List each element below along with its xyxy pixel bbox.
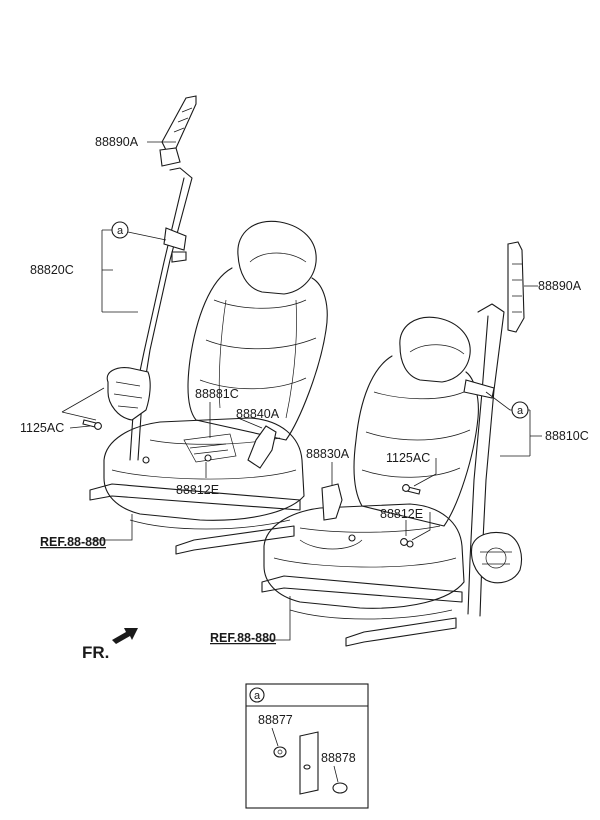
label-88890A-right: 88890A — [538, 279, 582, 293]
label-88812E-left: 88812E — [176, 483, 219, 497]
marker-a-right — [511, 401, 529, 419]
label-1125AC-right: 1125AC — [386, 451, 430, 465]
label-88878: 88878 — [321, 751, 356, 765]
label-1125AC-left: 1125AC — [20, 421, 64, 435]
left-seat-belt — [82, 95, 197, 461]
right-retractor — [470, 531, 523, 584]
left-bolt — [204, 454, 212, 462]
right-seat — [261, 316, 479, 647]
detail-box-marker — [249, 687, 265, 703]
marker-a-left — [111, 221, 129, 239]
label-88881C: 88881C — [195, 387, 239, 401]
right-seat-rail — [261, 575, 463, 603]
fr-label: FR. — [82, 643, 109, 662]
left-seat-rail — [89, 483, 301, 511]
right-seat-cushion — [263, 503, 465, 609]
right-seat-backrest — [353, 355, 479, 527]
right-bolt — [348, 534, 356, 542]
left-seat — [89, 220, 328, 555]
leader-lines — [61, 141, 542, 641]
left-plate — [183, 433, 237, 463]
right-height-adjuster — [507, 241, 525, 333]
ref-right[interactable]: REF.88-880 — [210, 631, 276, 645]
stopper-88877 — [273, 746, 287, 758]
detail-box-marker-text: a — [254, 690, 261, 702]
left-seat-headrest — [237, 220, 317, 295]
left-buckle — [247, 425, 277, 469]
left-seat-cushion — [103, 417, 305, 521]
webbing-strip — [299, 731, 319, 795]
right-buckle — [321, 483, 343, 521]
label-88820C: 88820C — [30, 263, 74, 277]
label-88877: 88877 — [258, 713, 293, 727]
stopper-88878 — [332, 782, 348, 794]
fr-arrow-icon — [112, 628, 138, 644]
label-88810C: 88810C — [545, 429, 589, 443]
detail-box-a: a 88877 88878 — [245, 683, 369, 809]
marker-a-right-text: a — [517, 405, 524, 417]
left-seat-backrest — [187, 267, 328, 441]
right-seat-headrest — [399, 316, 471, 383]
marker-a-left-text: a — [117, 225, 124, 237]
label-88830A: 88830A — [306, 447, 350, 461]
ref-left[interactable]: REF.88-880 — [40, 535, 106, 549]
label-88890A-left: 88890A — [95, 135, 139, 149]
label-88840A: 88840A — [236, 407, 280, 421]
front-direction-indicator: FR. — [82, 628, 138, 662]
right-seat-belt — [400, 241, 525, 617]
left-retractor — [106, 367, 151, 421]
label-88812E-right: 88812E — [380, 507, 423, 521]
